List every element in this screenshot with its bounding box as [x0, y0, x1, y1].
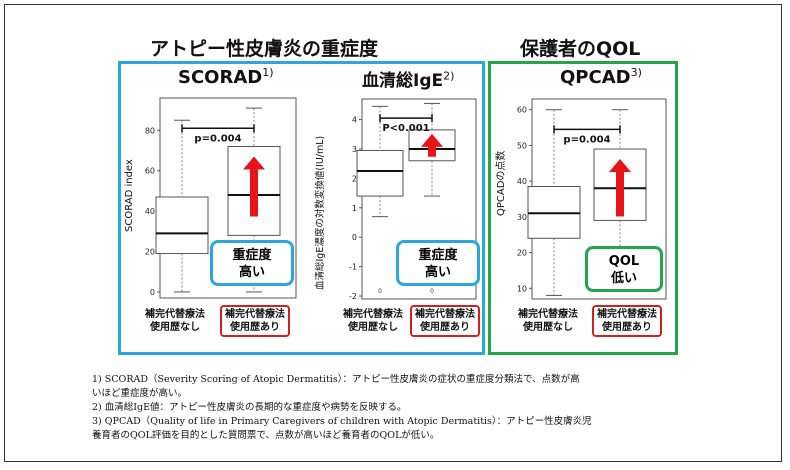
ige-plot: -2 -1 0 1 2 3 4 0 0 P<0.001	[349, 98, 477, 301]
qpcad-plot: 10 20 30 40 50 60 p=0.004	[517, 98, 667, 300]
qpcad-ylabel: QPCADの点数	[496, 150, 507, 216]
y-tick-label: 10	[517, 284, 527, 293]
severity-callout-1: 重症度 高い	[210, 240, 294, 286]
atopic-group-box	[118, 61, 485, 355]
footnotes: 1) SCORAD（Severity Scoring of Atopic Der…	[92, 373, 782, 443]
qol-callout: QOL 低い	[585, 246, 663, 292]
y-tick-label: 60	[517, 106, 527, 115]
plot-frame	[361, 98, 477, 300]
y-tick-label: 2	[352, 174, 357, 183]
scorad-title: SCORAD1)	[178, 66, 274, 88]
y-tick-label: 1	[352, 204, 357, 213]
y-tick-label: 30	[517, 213, 527, 222]
y-tick-label: -2	[349, 292, 357, 301]
y-tick-label: 80	[145, 126, 155, 135]
y-tick-label: 40	[145, 207, 155, 216]
box	[155, 196, 209, 255]
y-tick-label: 20	[145, 248, 155, 257]
ige-category-none: 補完代替療法 使用歴なし	[343, 309, 403, 333]
footnote-line: 3) QPCAD（Quality of life in Primary Care…	[92, 416, 592, 427]
y-tick-label: 40	[517, 177, 527, 186]
footnote-line: 養育者のQOL評価を目的とした質問票で、点数が高いほど養育者のQOLが低い。	[92, 430, 440, 441]
outlier-marker: 0	[378, 288, 382, 295]
red-arrow-head	[243, 156, 265, 170]
figure-frame	[4, 4, 782, 462]
y-tick-label: 20	[517, 249, 527, 258]
footnote-line: いほど重症度が高い。	[92, 388, 188, 399]
y-tick-label: 0	[150, 288, 155, 297]
y-tick-label: 60	[145, 167, 155, 176]
red-arrow-shaft	[428, 145, 436, 157]
red-arrow-shaft	[616, 171, 624, 217]
y-tick-label: 0	[352, 233, 357, 242]
scorad-ylabel: SCORAD index	[124, 159, 135, 232]
footnote-line: 2) 血清総IgE値：アトピー性皮膚炎の長期的な重症度や病勢を反映する。	[92, 402, 407, 413]
p-value-label: p=0.004	[194, 133, 241, 144]
y-tick-label: -1	[349, 263, 357, 272]
y-tick-label: 4	[352, 116, 357, 125]
qpcad-title: QPCAD3)	[560, 66, 642, 88]
red-arrow-head	[609, 159, 631, 172]
scorad-plot: 0 20 40 60 80 p=0.004	[145, 97, 297, 299]
qpcad-category-used: 補完代替療法 使用歴あり	[592, 305, 662, 337]
ige-title: 血清総IgE2)	[362, 69, 455, 91]
box	[356, 149, 404, 197]
outlier-marker: 0	[430, 288, 434, 295]
red-arrow-head	[421, 133, 443, 147]
p-value-label: P<0.001	[382, 123, 429, 134]
p-value-label: p=0.004	[563, 134, 610, 145]
scorad-category-none: 補完代替療法 使用歴なし	[145, 309, 205, 333]
footnote-line: 1) SCORAD（Severity Scoring of Atopic Der…	[92, 374, 580, 385]
ige-category-used: 補完代替療法 使用歴あり	[410, 305, 480, 337]
y-tick-label: 3	[352, 145, 357, 154]
y-tick-label: 50	[517, 141, 527, 150]
qol-group-box	[488, 61, 678, 355]
severity-callout-2: 重症度 高い	[396, 240, 480, 286]
atopic-heading: アトピー性皮膚炎の重症度	[150, 38, 379, 60]
scorad-category-used: 補完代替療法 使用歴あり	[220, 305, 290, 337]
ige-ylabel: 血清総IgE濃度の対数変換値(IU/mL)	[315, 135, 326, 290]
qpcad-category-none: 補完代替療法 使用歴なし	[518, 309, 578, 333]
red-arrow-shaft	[250, 168, 258, 217]
qol-heading: 保護者のQOL	[520, 38, 641, 60]
